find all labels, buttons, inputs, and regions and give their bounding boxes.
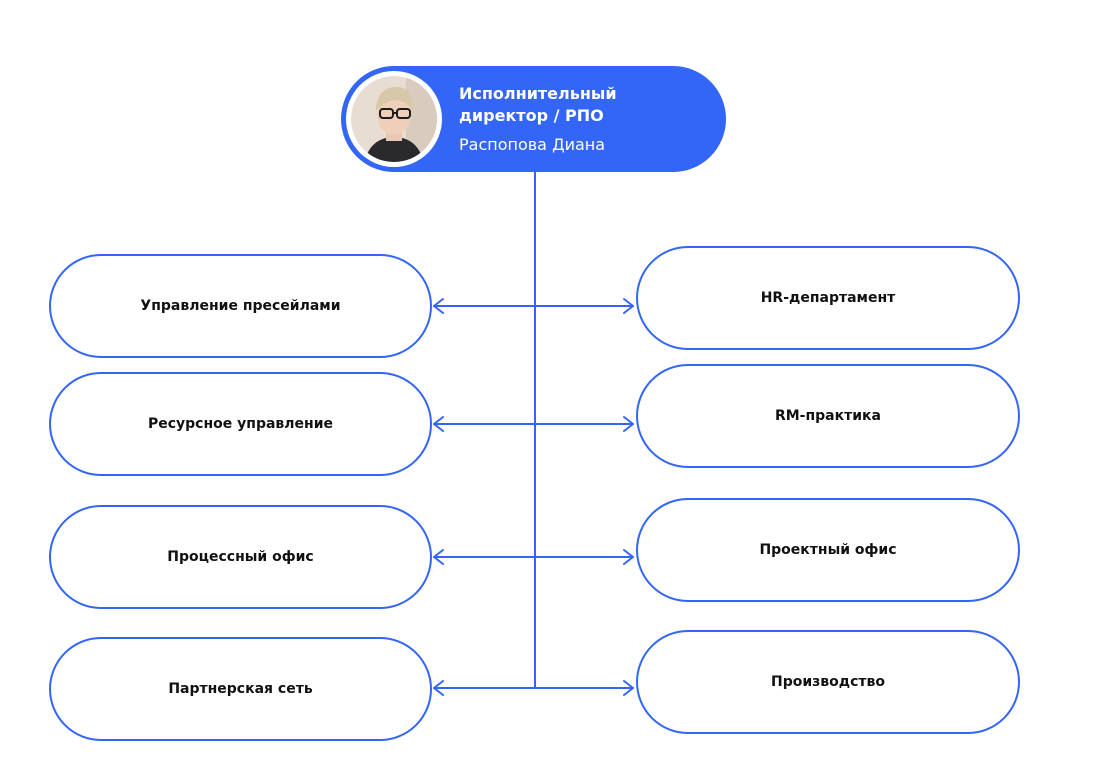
head-title: Исполнительный директор / РПО xyxy=(459,84,617,125)
unit-hr-department[interactable]: HR-департамент xyxy=(636,246,1020,350)
avatar-photo xyxy=(351,76,437,162)
unit-partner-network[interactable]: Партнерская сеть xyxy=(49,637,432,741)
unit-rm-practice[interactable]: RM-практика xyxy=(636,364,1020,468)
arrowhead-right-4 xyxy=(623,680,634,696)
arrowhead-left-2 xyxy=(433,416,444,432)
unit-project-office[interactable]: Проектный офис xyxy=(636,498,1020,602)
unit-label: Ресурсное управление xyxy=(147,416,333,432)
arrowhead-left-4 xyxy=(433,680,444,696)
arrowhead-right-3 xyxy=(623,549,634,565)
unit-process-office[interactable]: Процессный офис xyxy=(49,505,432,609)
unit-label: HR-департамент xyxy=(760,290,896,306)
avatar xyxy=(346,71,442,167)
head-node[interactable]: Исполнительный директор / РПО Распопова … xyxy=(341,66,726,172)
unit-production[interactable]: Производство xyxy=(636,630,1020,734)
arrowhead-right-1 xyxy=(623,298,634,314)
unit-presales-management[interactable]: Управление пресейлами xyxy=(49,254,432,358)
unit-label: Партнерская сеть xyxy=(168,681,313,697)
unit-resource-management[interactable]: Ресурсное управление xyxy=(49,372,432,476)
arrowhead-right-2 xyxy=(623,416,634,432)
unit-label: Управление пресейлами xyxy=(140,298,341,314)
unit-label: Проектный офис xyxy=(759,542,897,558)
head-person-name: Распопова Диана xyxy=(459,135,606,154)
unit-label: Процессный офис xyxy=(167,549,314,565)
arrowhead-left-1 xyxy=(433,298,444,314)
unit-label: Производство xyxy=(771,674,885,690)
unit-label: RM-практика xyxy=(774,408,882,424)
arrowhead-left-3 xyxy=(433,549,444,565)
